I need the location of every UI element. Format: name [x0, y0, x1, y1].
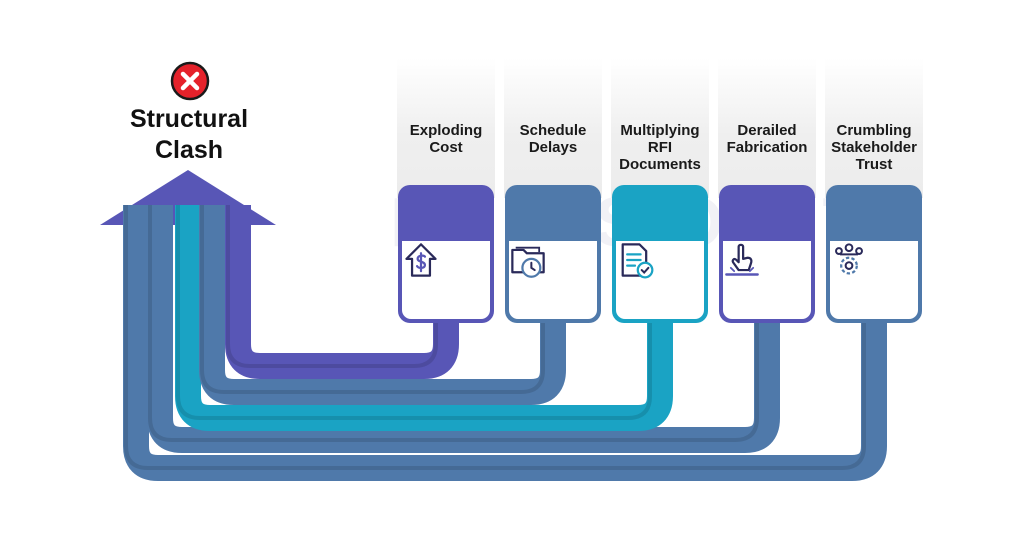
step-column-background	[611, 58, 709, 198]
house-dollar-icon	[405, 243, 437, 277]
clash-x-icon	[170, 61, 210, 101]
step-column-background	[718, 58, 816, 198]
step-label-line: Trust	[855, 156, 893, 173]
step-card-2	[505, 185, 601, 323]
pipe-4	[199, 205, 566, 405]
step-card-band	[612, 185, 708, 241]
step-label-line: Cost	[429, 139, 463, 156]
step-label-line: Multiplying	[620, 122, 700, 139]
step-label-line: Crumbling	[836, 122, 912, 139]
step-card-4	[719, 185, 815, 323]
step-label-line: Documents	[619, 156, 701, 173]
step-card-body	[830, 241, 918, 319]
step-card-body	[509, 241, 597, 319]
title-line-2: Clash	[154, 136, 224, 164]
pipe-2	[147, 205, 780, 453]
step-card-3	[612, 185, 708, 323]
step-label-line: Fabrication	[726, 139, 808, 156]
folder-clock-icon	[511, 246, 545, 278]
step-label-line: Stakeholder	[831, 139, 917, 156]
step-card-band	[398, 185, 494, 241]
step-card-band	[719, 185, 815, 241]
step-card-1	[398, 185, 494, 323]
pipe-shade-3	[176, 205, 652, 420]
people-gear-icon	[835, 243, 863, 275]
step-column-background	[397, 58, 495, 198]
step-card-band	[826, 185, 922, 241]
pipe-shade-4	[200, 205, 545, 394]
step-label-line: RFI	[647, 139, 673, 156]
pipe-shade-2	[148, 205, 759, 442]
pipe-5	[225, 205, 459, 379]
step-card-body	[402, 241, 490, 319]
step-card-band	[505, 185, 601, 241]
step-card-5	[826, 185, 922, 323]
step-card-body	[723, 241, 811, 319]
pipe-1	[123, 205, 887, 481]
step-label-line: Schedule	[519, 122, 587, 139]
pipe-shade-5	[226, 205, 438, 368]
step-card-body	[616, 241, 704, 319]
step-column-background	[504, 58, 602, 198]
pipe-3	[175, 205, 673, 431]
document-check-icon	[621, 243, 654, 279]
page-title: Structural Clash	[96, 104, 282, 166]
hand-press-icon	[725, 243, 759, 276]
step-label-line: Exploding	[409, 122, 483, 139]
title-line-1: Structural	[129, 105, 249, 133]
pipe-shade-1	[124, 205, 866, 470]
step-label-line: Delays	[528, 139, 578, 156]
step-column-background	[825, 58, 923, 198]
step-label-line: Derailed	[737, 122, 797, 139]
